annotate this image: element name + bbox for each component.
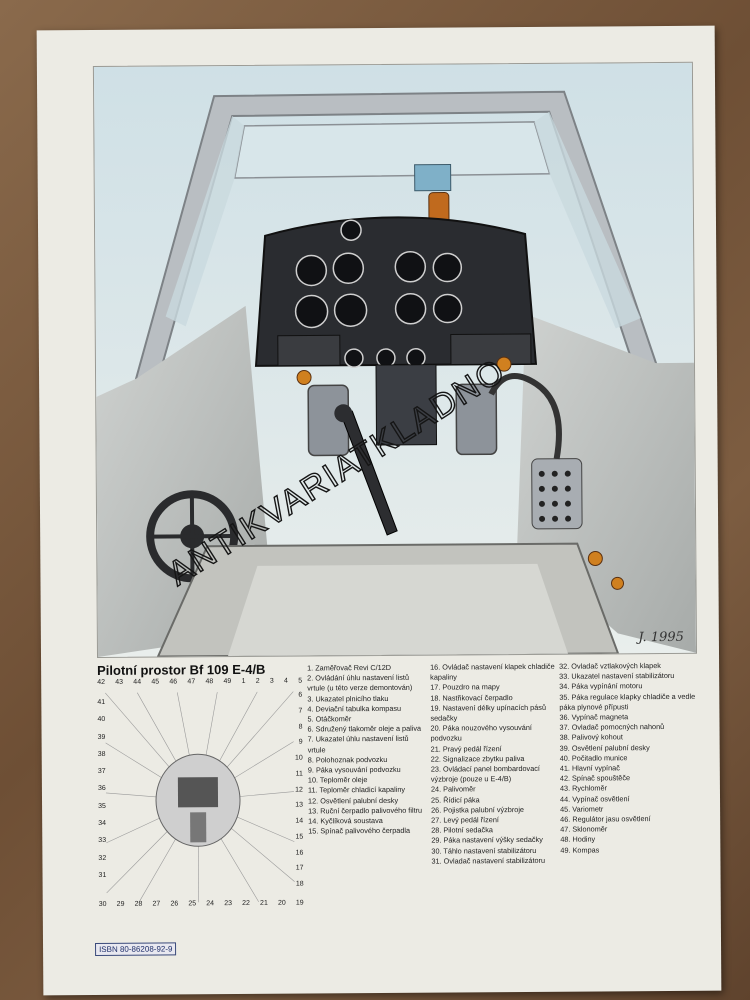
instrument-dials xyxy=(294,219,463,368)
key-diagram-svg xyxy=(105,691,295,903)
oxygen-hose xyxy=(488,373,562,460)
right-subpanel xyxy=(450,333,532,365)
windscreen-left xyxy=(165,116,245,327)
perforated-cylinder xyxy=(531,458,583,530)
legend-column-1: 1. Zaměřovač Revi C/12D 2. Ovládání úhlu… xyxy=(307,663,426,837)
windscreen-front xyxy=(233,121,551,179)
mini-cockpit xyxy=(155,753,241,847)
seat-pan xyxy=(228,563,569,657)
caption-area: Pilotní prostor Bf 109 E-4/B xyxy=(97,659,697,908)
legend-item: 35. Páka regulace klapky chladiče a vedl… xyxy=(559,691,696,712)
cockpit-illustration: ANTIKVARIATKLADNO J. 1995 xyxy=(92,61,698,658)
left-subpanel xyxy=(277,334,341,367)
rudder-pedals xyxy=(307,383,498,457)
legend-column-3: 32. Ovladač vztlakových klapek 33. Ukaza… xyxy=(559,661,696,856)
legend-item: 15. Spínač palivového čerpadla xyxy=(308,826,411,836)
isbn-label: ISBN 80-86208-92-9 xyxy=(95,942,177,956)
cockpit-drawing xyxy=(93,62,697,657)
center-console xyxy=(375,364,438,446)
legend-item: 2. Ovládání úhlu nastavení listů vrtule … xyxy=(307,672,413,693)
legend-item: 31. Ovladač nastavení stabilizátoru xyxy=(431,855,546,866)
legend-item: 16. Ovládač nastavení klapek chladiče ka… xyxy=(430,661,555,682)
control-knobs xyxy=(296,356,625,590)
legend-item: 13. Ruční čerpadlo palivového filtru xyxy=(308,805,423,816)
stick-grip xyxy=(334,404,353,423)
windscreen-right xyxy=(534,111,641,329)
legend-column-2: 16. Ovládač nastavení klapek chladiče ka… xyxy=(430,662,563,867)
revi-sight xyxy=(414,163,452,192)
caption-title: Pilotní prostor Bf 109 E-4/B xyxy=(97,661,266,678)
legend-item: 19. Nastavení délky upínacích pásů sedač… xyxy=(430,702,547,723)
artist-signature: J. 1995 xyxy=(638,629,684,646)
legend-item: 7. Ukazatel úhlu nastavení listů vrtule xyxy=(307,734,409,755)
legend-item: 23. Ovládací panel bombardovací výzbroje… xyxy=(430,763,540,784)
legend-item: 20. Páka nouzového vysouvání podvozku xyxy=(430,723,532,744)
instrument-panel xyxy=(254,216,538,367)
book-page: ANTIKVARIATKLADNO J. 1995 Pilotní prosto… xyxy=(36,25,722,996)
legend-item: 49. Kompas xyxy=(560,845,600,855)
